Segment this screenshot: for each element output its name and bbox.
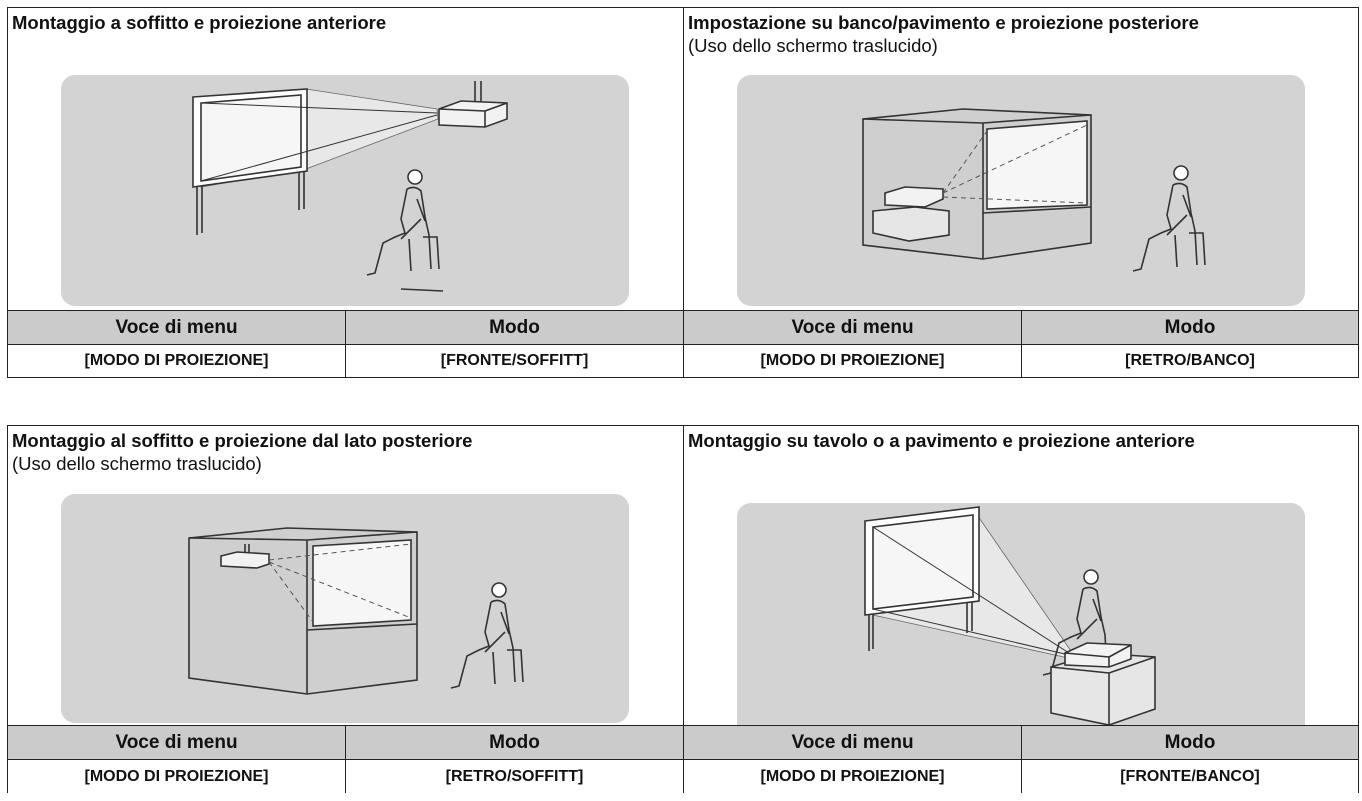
menu-header: Voce di menu (683, 725, 1021, 759)
menu-value: [MODO DI PROIEZIONE] (7, 759, 345, 793)
value-row: [MODO DI PROIEZIONE] [RETRO/SOFFITT] [MO… (7, 759, 1359, 793)
projector (884, 186, 944, 208)
menu-header: Voce di menu (7, 725, 345, 759)
mode-header: Modo (345, 725, 683, 759)
desk (872, 206, 950, 242)
panel-desk-front: Montaggio su tavolo o a pavimento e proi… (683, 425, 1359, 726)
panel-subtitle: (Uso dello schermo traslucido) (688, 35, 938, 56)
panel-title: Impostazione su banco/pavimento e proiez… (688, 12, 1199, 33)
mode-value: [RETRO/BANCO] (1021, 344, 1359, 378)
illustration-desk-front (737, 503, 1305, 726)
installation-table-bottom: Montaggio al soffitto e proiezione dal l… (7, 425, 1359, 793)
menu-value: [MODO DI PROIEZIONE] (683, 344, 1021, 378)
figure-row: Montaggio a soffitto e proiezione anteri… (7, 7, 1359, 310)
viewer (1132, 165, 1206, 272)
panel-ceiling-rear: Montaggio al soffitto e proiezione dal l… (7, 425, 683, 725)
projector (220, 551, 270, 569)
mode-header: Modo (1021, 310, 1359, 344)
figure-row: Montaggio al soffitto e proiezione dal l… (7, 425, 1359, 726)
panel-title: Montaggio al soffitto e proiezione dal l… (12, 430, 473, 451)
mode-value: [FRONTE/SOFFITT] (345, 344, 683, 378)
installation-table-top: Montaggio a soffitto e proiezione anteri… (7, 7, 1359, 384)
illustration-desk-rear (737, 75, 1305, 306)
viewer (366, 169, 444, 292)
viewer (450, 582, 524, 689)
menu-value: [MODO DI PROIEZIONE] (7, 344, 345, 378)
value-row: [MODO DI PROIEZIONE] [FRONTE/SOFFITT] [M… (7, 344, 1359, 378)
screen (986, 120, 1088, 210)
panel-title: Montaggio a soffitto e proiezione anteri… (12, 12, 387, 33)
illustration-ceiling-rear (61, 494, 629, 723)
mode-value: [FRONTE/BANCO] (1021, 759, 1359, 793)
header-row: Voce di menu Modo Voce di menu Modo (7, 725, 1359, 759)
menu-header: Voce di menu (683, 310, 1021, 344)
projector (1064, 642, 1132, 668)
illustration-ceiling-front (61, 75, 629, 306)
menu-header: Voce di menu (7, 310, 345, 344)
mode-header: Modo (1021, 725, 1359, 759)
mode-header: Modo (345, 310, 683, 344)
viewer (1042, 569, 1108, 676)
panel-title: Montaggio su tavolo o a pavimento e proi… (688, 430, 1195, 451)
header-row: Voce di menu Modo Voce di menu Modo (7, 310, 1359, 344)
panel-subtitle: (Uso dello schermo traslucido) (12, 453, 262, 474)
menu-value: [MODO DI PROIEZIONE] (683, 759, 1021, 793)
projector (438, 100, 508, 128)
screen (312, 539, 412, 627)
panel-desk-rear: Impostazione su banco/pavimento e proiez… (683, 7, 1359, 310)
panel-ceiling-front: Montaggio a soffitto e proiezione anteri… (7, 7, 683, 310)
mode-value: [RETRO/SOFFITT] (345, 759, 683, 793)
